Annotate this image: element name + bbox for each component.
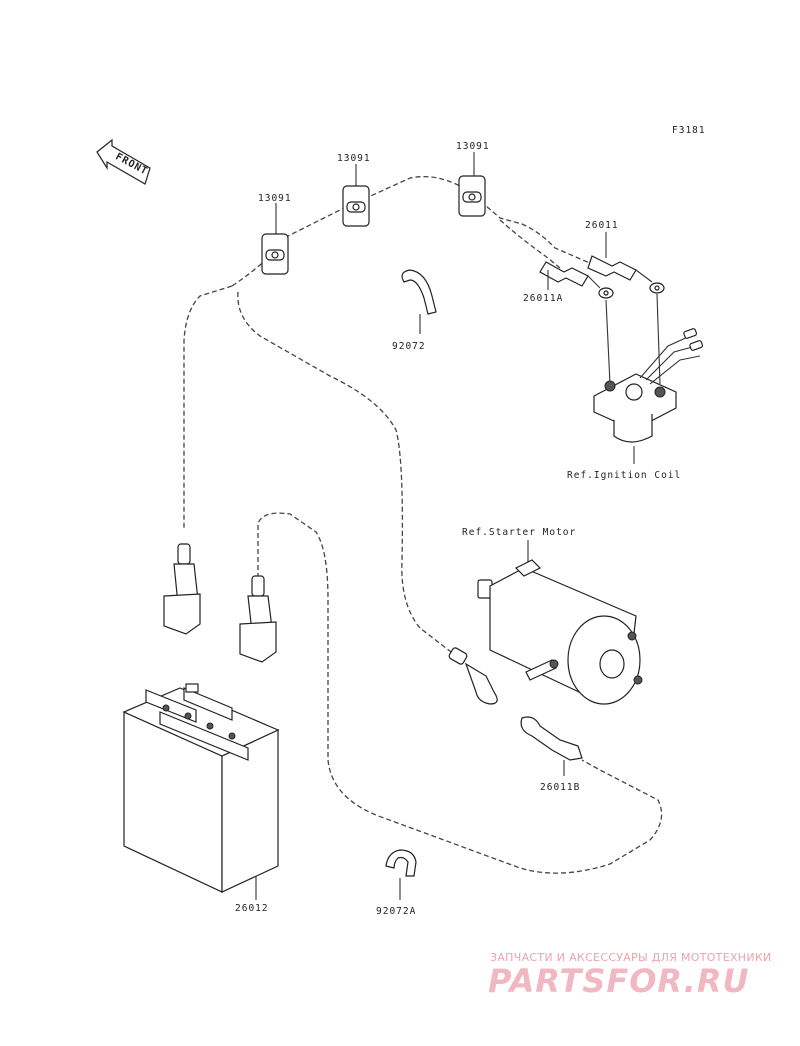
label-26011a: 26011A: [523, 293, 563, 304]
cable-26011b-terminal: [520, 716, 583, 761]
battery-boot-right: [239, 575, 277, 663]
battery-26012: [122, 683, 280, 893]
label-13091-b: 13091: [337, 153, 371, 164]
clamp-13091-b: [342, 185, 370, 227]
cable-left-run: [183, 285, 233, 530]
cable-26011: [587, 255, 665, 294]
watermark-brand: PARTSFOR.RU: [488, 962, 750, 1000]
ref-starter-motor: Ref.Starter Motor: [462, 527, 576, 538]
battery-boot-left: [163, 543, 201, 635]
band-92072a: [385, 849, 417, 877]
harness-cable: [231, 175, 593, 287]
harness-branch-coil: [499, 219, 561, 269]
label-26011: 26011: [585, 220, 619, 231]
clamp-13091-c: [458, 175, 486, 217]
band-92072: [401, 269, 437, 315]
figure-code: F3181: [672, 125, 706, 136]
label-13091-a: 13091: [258, 193, 292, 204]
label-92072: 92072: [392, 341, 426, 352]
starter-cable-terminal: [448, 647, 498, 705]
cable-26011a: [539, 261, 614, 299]
starter-motor: [477, 559, 643, 705]
ignition-coil: [593, 328, 704, 443]
terminal-bolt: [525, 659, 559, 681]
label-13091-c: 13091: [456, 141, 490, 152]
label-26011b: 26011B: [540, 782, 580, 793]
watermark-tagline: ЗАПЧАСТИ И АКСЕССУАРЫ ДЛЯ МОТОТЕХНИКИ: [490, 951, 772, 964]
front-arrow-icon: FRONT: [96, 138, 151, 185]
label-26012: 26012: [235, 903, 269, 914]
ref-ignition-coil: Ref.Ignition Coil: [567, 470, 681, 481]
cable-26011b-run: [257, 512, 663, 874]
clamp-13091-a: [261, 233, 289, 275]
label-92072a: 92072A: [376, 906, 416, 917]
